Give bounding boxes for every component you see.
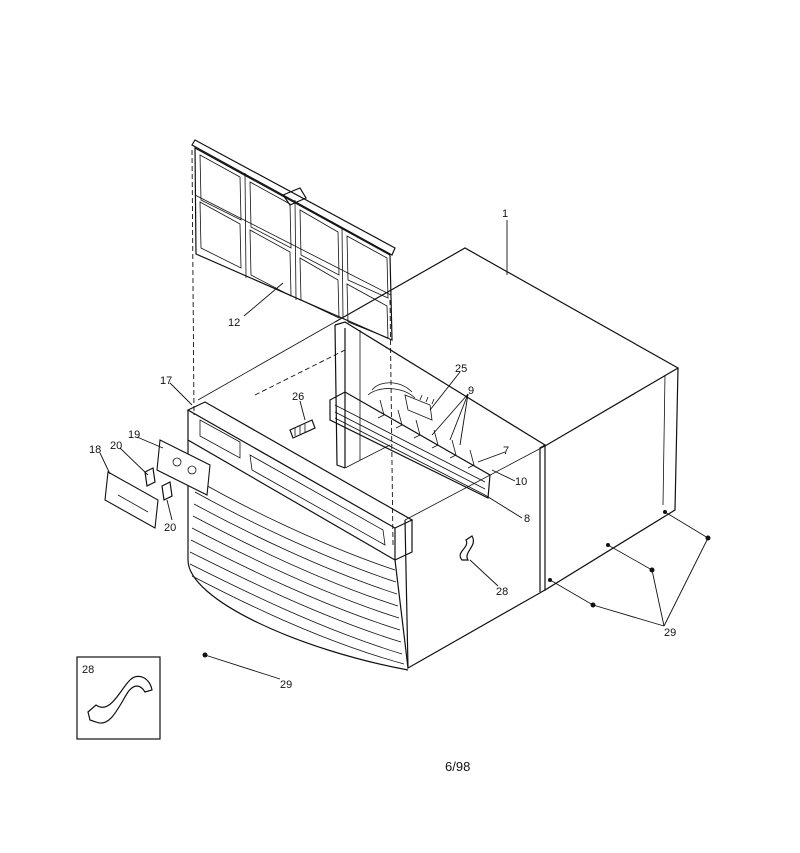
part-26-bracket bbox=[289, 419, 316, 439]
callout-1: 1 bbox=[502, 208, 508, 220]
callout-29-left: 29 bbox=[280, 679, 292, 691]
louver-assembly bbox=[329, 391, 491, 499]
inset-part-28: 28 bbox=[76, 656, 161, 740]
callout-7: 7 bbox=[503, 445, 509, 457]
callout-12: 12 bbox=[228, 317, 240, 329]
callout-17: 17 bbox=[160, 375, 172, 387]
callout-10: 10 bbox=[515, 476, 527, 488]
callout-20-lower: 20 bbox=[164, 522, 176, 534]
air-filter bbox=[191, 139, 396, 341]
revision-date: 6/98 bbox=[445, 759, 470, 774]
callout-8: 8 bbox=[524, 513, 530, 525]
callout-labels: 1 12 17 25 9 26 19 20 18 7 10 8 20 28 29… bbox=[89, 208, 676, 691]
callout-18: 18 bbox=[89, 444, 101, 456]
escutcheon-door bbox=[104, 471, 159, 529]
internal-partition bbox=[334, 321, 547, 469]
screws bbox=[202, 510, 711, 658]
callout-28: 28 bbox=[496, 586, 508, 598]
control-knobs bbox=[144, 467, 173, 501]
callout-20-upper: 20 bbox=[110, 440, 122, 452]
clip-28-on-unit bbox=[459, 535, 474, 561]
callout-26: 26 bbox=[292, 391, 304, 403]
inset-label: 28 bbox=[82, 664, 94, 676]
callout-9: 9 bbox=[468, 385, 474, 397]
callout-29-right: 29 bbox=[664, 627, 676, 639]
front-grille bbox=[186, 401, 414, 671]
callout-25: 25 bbox=[455, 363, 467, 375]
alignment-lines bbox=[191, 149, 394, 546]
leader-lines bbox=[99, 220, 709, 680]
callout-19: 19 bbox=[128, 429, 140, 441]
control-panel-plate bbox=[156, 439, 211, 496]
